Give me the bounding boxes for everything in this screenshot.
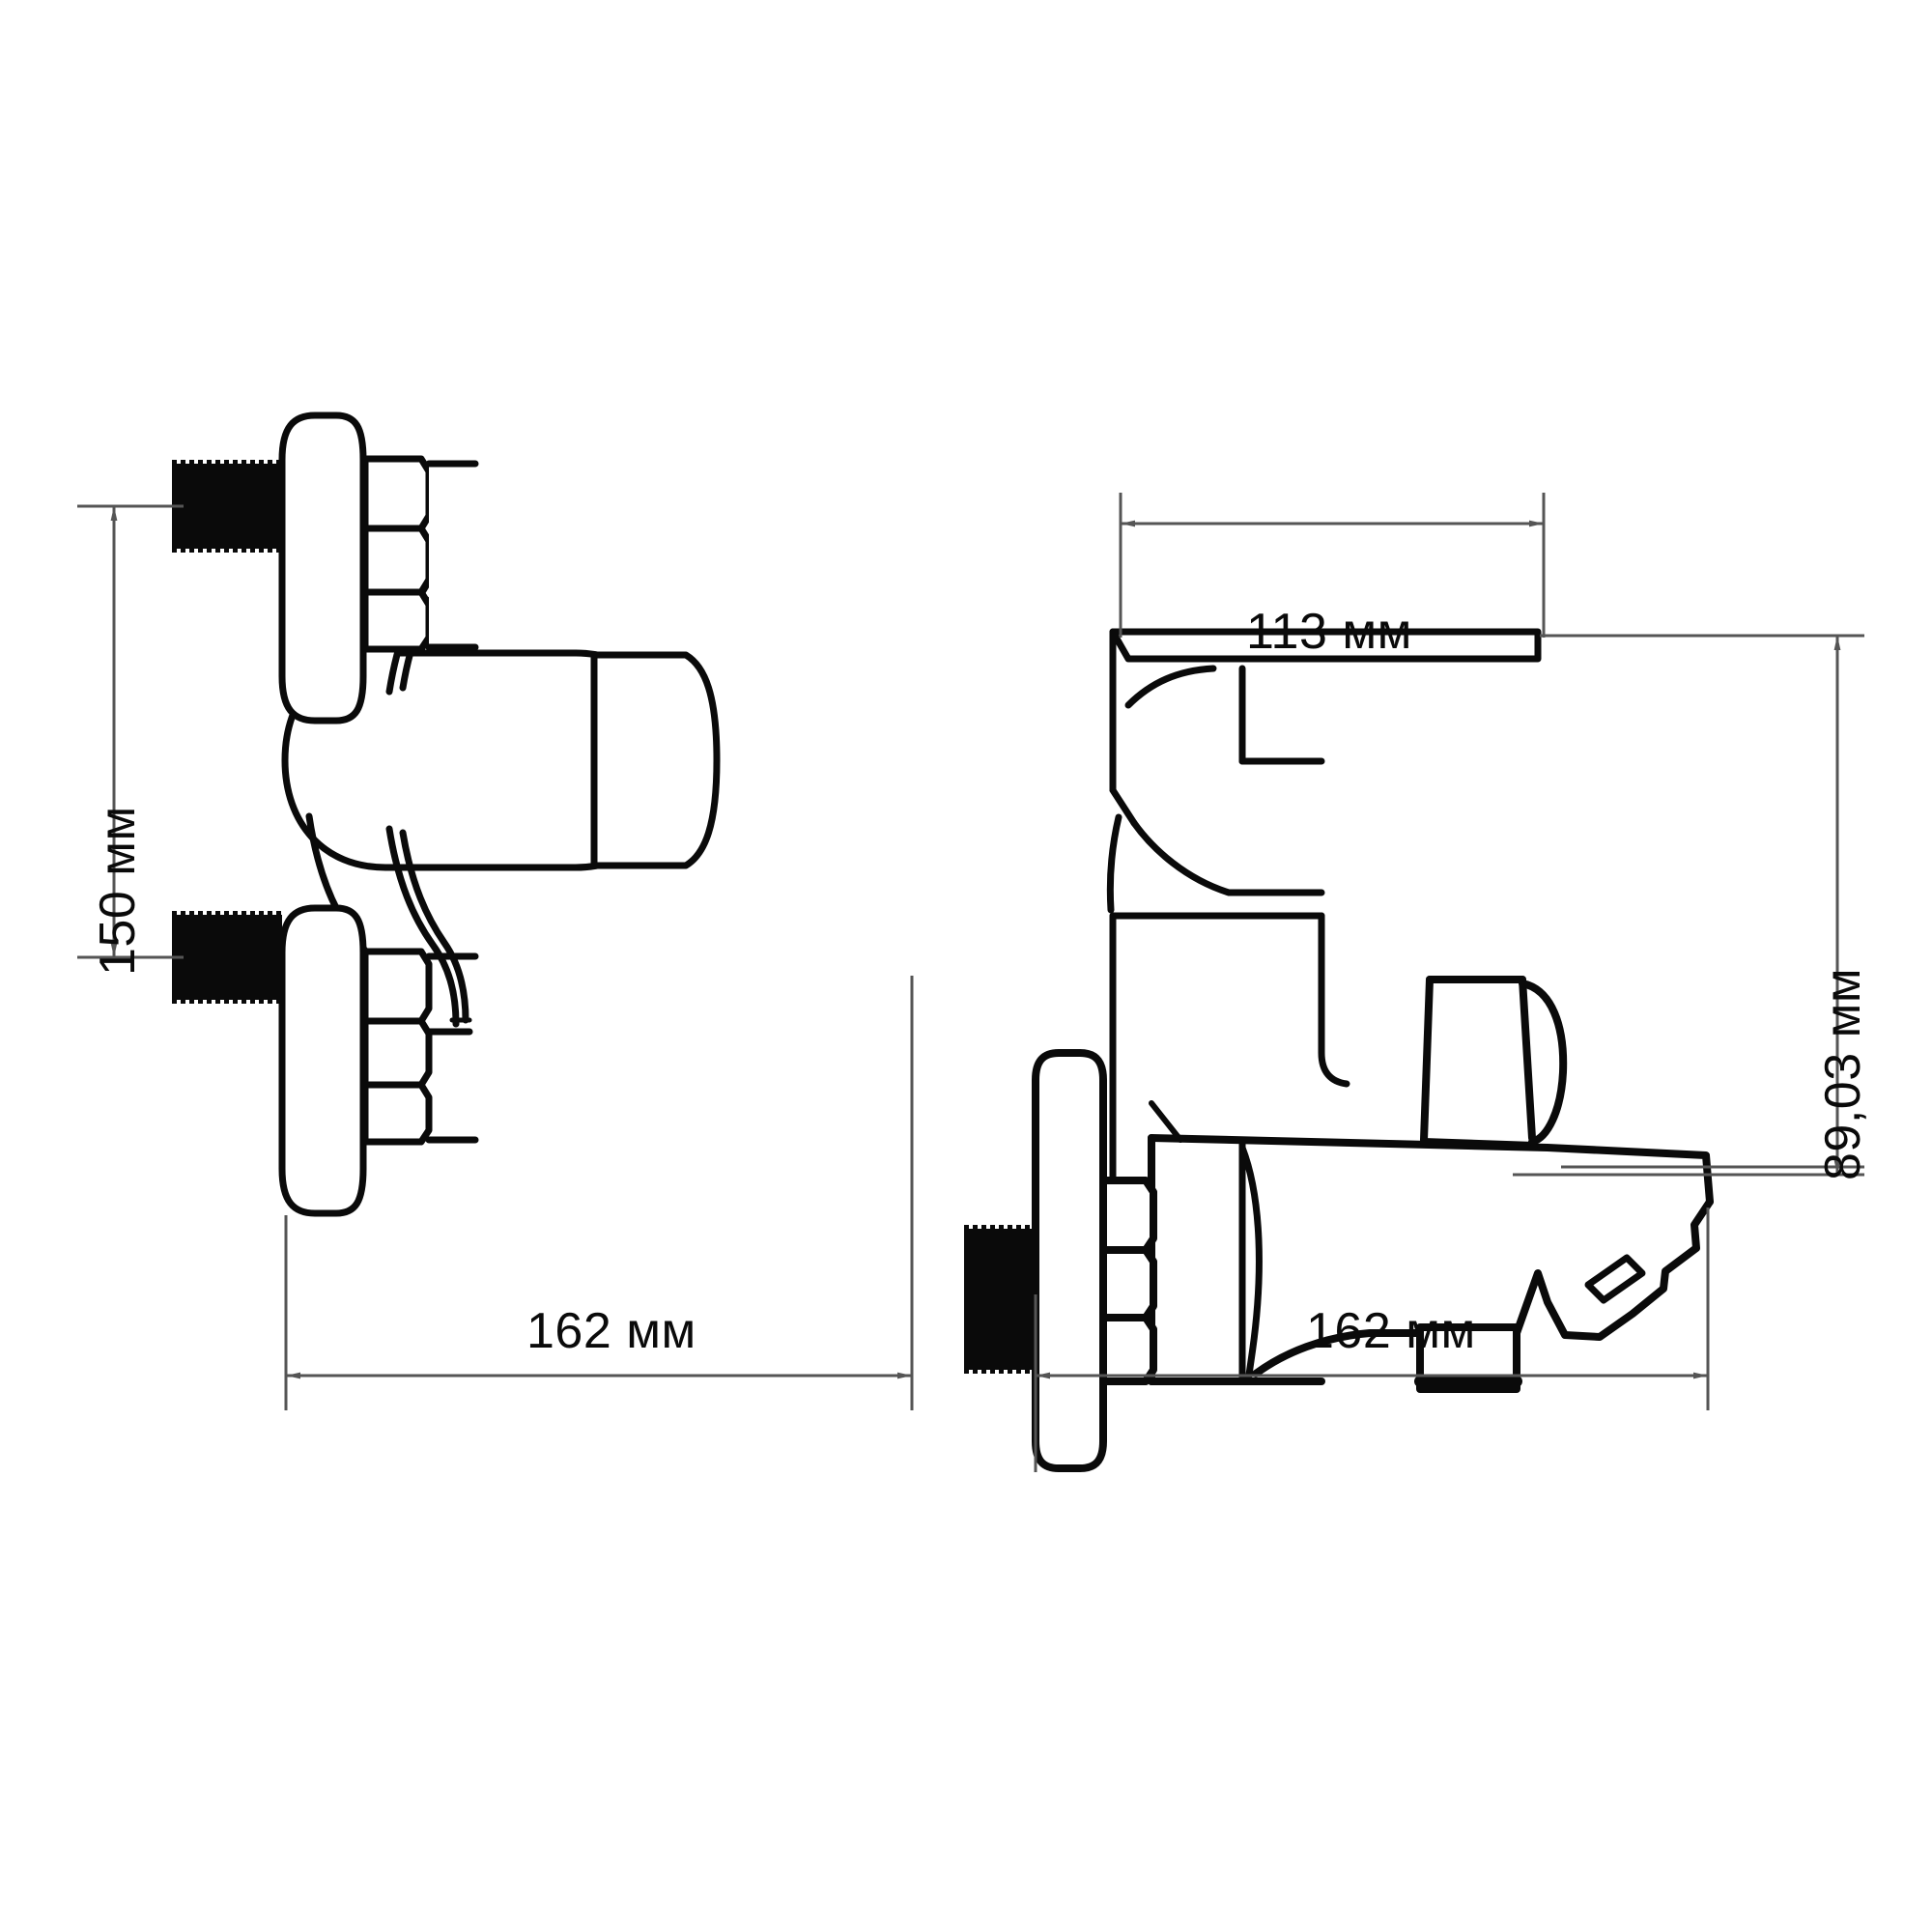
dim-label-front-width: 162 мм xyxy=(526,1303,696,1359)
side-dim-height-8903 xyxy=(1513,634,1864,1177)
front-dim-width-162 xyxy=(284,976,914,1410)
side-lever-handle xyxy=(1106,628,1542,914)
side-hex-nut xyxy=(1099,1177,1157,1385)
front-view-group xyxy=(77,412,914,1410)
side-spout-tip xyxy=(1513,1198,1714,1341)
front-threaded-nipple-top xyxy=(172,460,282,553)
front-spout-outlet xyxy=(590,651,721,869)
side-dim-lever-113 xyxy=(1119,493,1546,638)
front-dim-height-150 xyxy=(77,504,184,959)
dim-label-side-height: 89,03 мм xyxy=(1815,967,1871,1180)
front-hex-nut-bottom xyxy=(361,948,433,1146)
side-inlet-assembly xyxy=(964,1049,1157,1472)
front-inlet-assembly-bottom xyxy=(172,904,479,1217)
front-mixer-body xyxy=(280,649,680,871)
front-hex-nut-top xyxy=(361,455,433,653)
side-view-group xyxy=(964,493,1864,1472)
dim-label-front-height: 150 мм xyxy=(90,806,146,976)
side-diverter-knob xyxy=(1420,976,1568,1150)
side-dim-depth-162 xyxy=(1034,1208,1710,1472)
front-threaded-nipple-bottom xyxy=(172,911,282,1004)
side-threaded-nipple xyxy=(964,1225,1037,1374)
dim-label-side-depth: 162 мм xyxy=(1306,1303,1476,1359)
front-inlet-assembly-top xyxy=(172,412,479,724)
dim-label-side-lever: 113 мм xyxy=(1246,604,1412,660)
